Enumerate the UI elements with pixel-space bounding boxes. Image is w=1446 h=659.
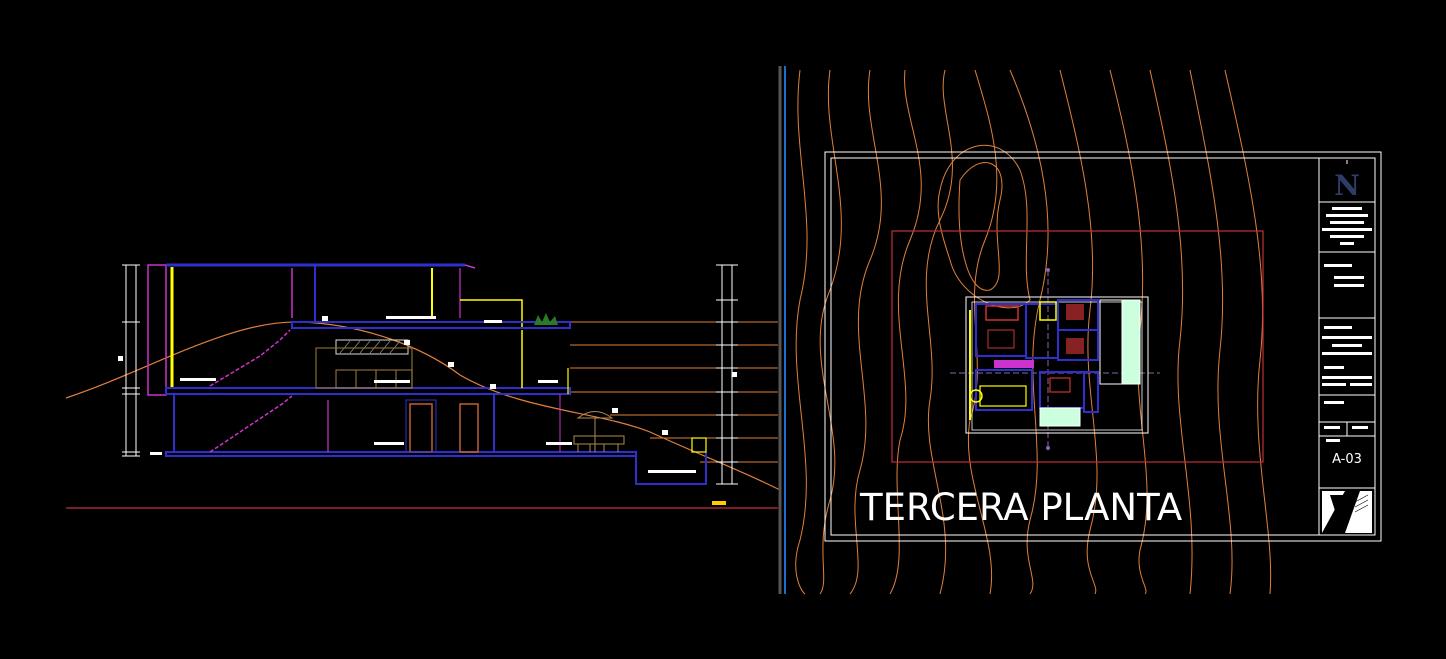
floor-slab-1 <box>165 451 637 457</box>
terrain-profile <box>65 321 781 491</box>
north-arrow-icon: N <box>1334 169 1360 202</box>
sheet-title: TERCERA PLANTA <box>859 486 1182 529</box>
stair-upper <box>209 329 291 387</box>
right-dimension-chain <box>716 264 738 485</box>
section-walls <box>147 264 167 396</box>
firm-logo <box>1322 491 1372 533</box>
door-2 <box>459 403 479 453</box>
datum-marker <box>712 501 726 505</box>
title-block <box>1318 158 1375 535</box>
terrace-furniture <box>573 411 625 452</box>
level-tags <box>118 316 737 473</box>
level-lines <box>560 321 778 463</box>
sheet-border-outer <box>824 151 1382 542</box>
building-section <box>65 263 781 509</box>
floor-plan <box>950 268 1160 450</box>
property-limit <box>891 230 1264 463</box>
plant <box>534 313 558 325</box>
lower-step <box>635 452 707 485</box>
stair-lower <box>209 395 293 453</box>
sheet-code: A-03 <box>1332 452 1362 467</box>
sheet-border-inner <box>830 157 1376 536</box>
floor-slab-2 <box>165 387 571 395</box>
kitchen-hood <box>335 339 409 355</box>
door-1 <box>409 403 433 453</box>
title-block-text-bars <box>1322 207 1372 442</box>
left-dimension-chain <box>122 264 140 457</box>
floor-slab-3 <box>291 321 571 329</box>
